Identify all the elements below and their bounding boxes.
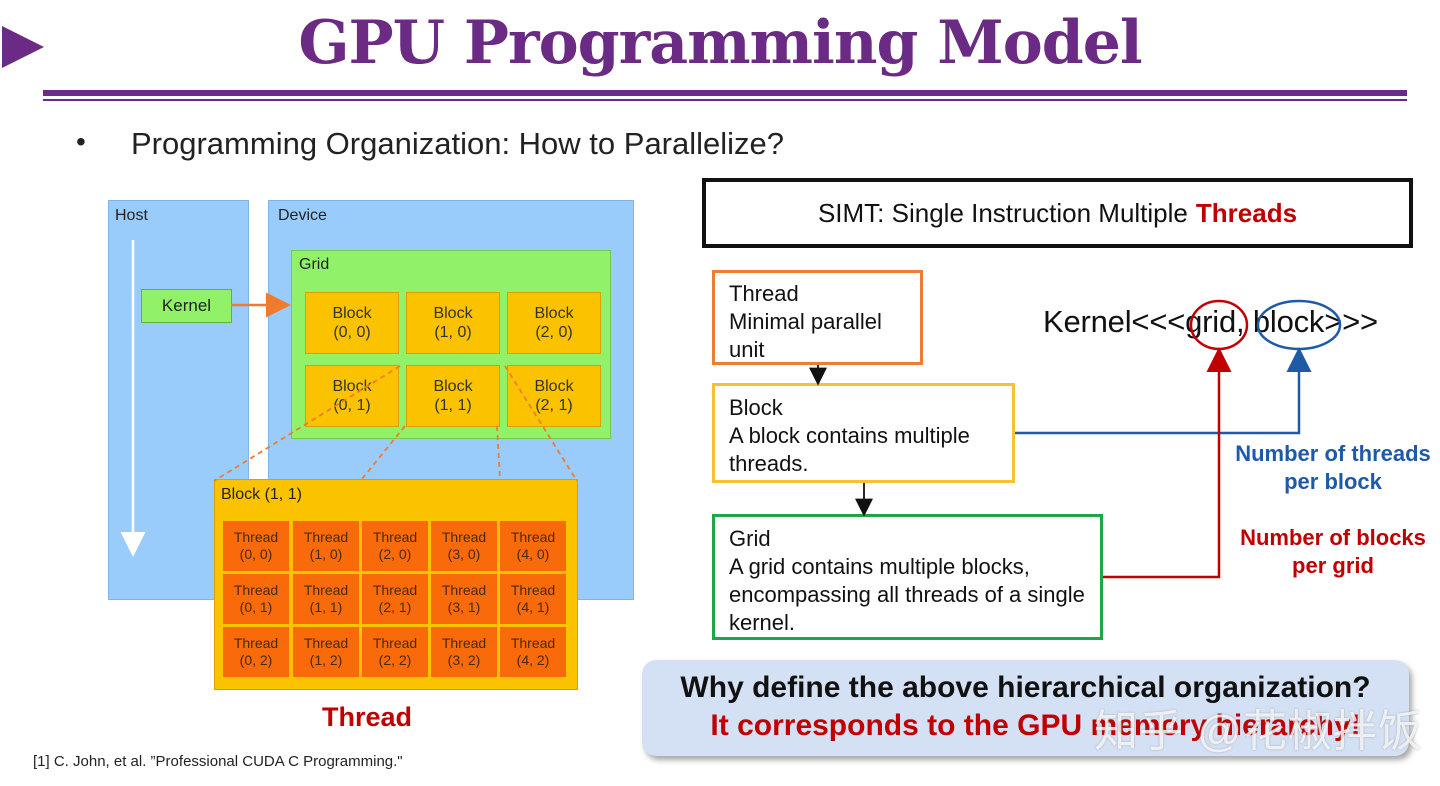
thread-definition-desc: Minimal parallel unit (729, 309, 882, 362)
block-detail-label: Block (1, 1) (221, 486, 302, 503)
block-cell-name: Block (433, 305, 473, 322)
thread-cell: Thread(3, 1) (431, 574, 497, 624)
thread-cell-name: Thread (441, 582, 487, 598)
block-cell-coord: (2, 0) (535, 324, 573, 341)
kernel-launch-syntax: Kernel<<<grid, block>>> (1043, 304, 1378, 339)
slide-title: GPU Programming Model (298, 8, 1142, 78)
thread-cell-name: Thread (303, 582, 349, 598)
thread-cell-coord: (4, 2) (516, 652, 550, 668)
block-cell-name: Block (534, 378, 574, 395)
title-arrow-icon (2, 26, 44, 68)
thread-cell-coord: (4, 1) (516, 599, 550, 615)
block-cell-name: Block (433, 378, 473, 395)
thread-cell: Thread(2, 1) (362, 574, 428, 624)
watermark: 知乎 @花椒拌饭 (1094, 707, 1423, 756)
thread-cell: Thread(1, 2) (293, 627, 359, 677)
block-cell-name: Block (332, 305, 372, 322)
host-label: Host (115, 207, 148, 224)
block-cell-coord: (1, 1) (434, 397, 472, 414)
thread-definition-title: Thread (729, 281, 799, 306)
zoom-lines (213, 365, 578, 482)
thread-cell-name: Thread (372, 582, 418, 598)
grid-definition-box: Grid A grid contains multiple blocks, en… (712, 514, 1103, 640)
thread-cell-coord: (4, 0) (516, 546, 550, 562)
citation: [1] C. John, et al. ”Professional CUDA C… (33, 753, 403, 770)
thread-cell-coord: (0, 0) (239, 546, 273, 562)
block-cell: Block (1, 0) (406, 292, 500, 354)
thread-definition-box: Thread Minimal parallel unit (712, 270, 923, 365)
bullet-marker: • (76, 126, 86, 157)
simt-banner: SIMT: Single Instruction Multiple Thread… (702, 178, 1413, 248)
grid-definition-title: Grid (729, 526, 771, 551)
thread-cell: Thread(4, 2) (500, 627, 566, 677)
kernel-box: Kernel (141, 289, 232, 323)
block-cell-coord: (1, 0) (434, 324, 472, 341)
title-divider (43, 90, 1407, 96)
thread-caption: Thread (322, 702, 413, 732)
thread-cell: Thread(1, 1) (293, 574, 359, 624)
title-divider-thin (43, 99, 1407, 101)
block-cell-selected: Block (1, 1) (406, 365, 500, 427)
device-label: Device (278, 207, 327, 224)
thread-cell-coord: (1, 2) (309, 652, 343, 668)
thread-cell: Thread(2, 0) (362, 521, 428, 571)
thread-cell: Thread(3, 0) (431, 521, 497, 571)
grid-label: Grid (299, 256, 330, 273)
block-cell-coord: (2, 1) (535, 397, 573, 414)
thread-cell-coord: (2, 1) (378, 599, 412, 615)
thread-cell: Thread(0, 0) (223, 521, 289, 571)
block-cell-coord: (0, 0) (333, 324, 371, 341)
thread-cell-coord: (2, 2) (378, 652, 412, 668)
thread-cell-coord: (2, 0) (378, 546, 412, 562)
question-line: Why define the above hierarchical organi… (680, 671, 1371, 704)
thread-cell-name: Thread (303, 635, 349, 651)
thread-cell-name: Thread (510, 635, 556, 651)
thread-cell-name: Thread (510, 582, 556, 598)
simt-prefix: SIMT: Single Instruction Multiple (817, 197, 1188, 228)
thread-cell-coord: (3, 2) (447, 652, 481, 668)
thread-cell-coord: (1, 0) (309, 546, 343, 562)
bullet-text: Programming Organization: How to Paralle… (131, 126, 785, 161)
block-highlight-ellipse (1256, 299, 1342, 351)
block-definition-title: Block (729, 395, 783, 420)
thread-cell: Thread(4, 1) (500, 574, 566, 624)
thread-cell-name: Thread (441, 529, 487, 545)
threads-per-block-caption: Number of threads per block (1235, 441, 1431, 494)
block-cell: Block (2, 0) (507, 292, 601, 354)
thread-cell-name: Thread (372, 635, 418, 651)
thread-cell-name: Thread (372, 529, 418, 545)
thread-cell-name: Thread (233, 635, 279, 651)
thread-cell: Thread(2, 2) (362, 627, 428, 677)
thread-cell: Thread(3, 2) (431, 627, 497, 677)
thread-cell: Thread(0, 2) (223, 627, 289, 677)
block-cell-name: Block (534, 305, 574, 322)
grid-definition-desc: A grid contains multiple blocks, encompa… (729, 554, 1085, 635)
thread-cell: Thread(4, 0) (500, 521, 566, 571)
block-definition-desc: A block contains multiple threads. (729, 423, 970, 476)
thread-cell-name: Thread (441, 635, 487, 651)
block-cell: Block (2, 1) (507, 365, 601, 427)
block-cell-name: Block (332, 378, 372, 395)
answer-line: It corresponds to the GPU memory hierarc… (710, 709, 1361, 742)
thread-cell-name: Thread (510, 529, 556, 545)
grid-highlight-ellipse (1189, 299, 1249, 351)
thread-cell-name: Thread (233, 529, 279, 545)
thread-cell-coord: (3, 0) (447, 546, 481, 562)
question-callout: Why define the above hierarchical organi… (642, 660, 1409, 756)
thread-cell-coord: (1, 1) (309, 599, 343, 615)
thread-cell: Thread(0, 1) (223, 574, 289, 624)
simt-highlight: Threads (1195, 197, 1298, 228)
block-definition-box: Block A block contains multiple threads. (712, 383, 1015, 483)
block-param-connector (1015, 347, 1312, 435)
thread-cell-coord: (0, 1) (239, 599, 273, 615)
grid-param-connector (1103, 347, 1232, 579)
thread-cell-name: Thread (233, 582, 279, 598)
thread-cell: Thread(1, 0) (293, 521, 359, 571)
block-cell: Block (0, 0) (305, 292, 399, 354)
thread-cell-coord: (3, 1) (447, 599, 481, 615)
thread-cell-coord: (0, 2) (239, 652, 273, 668)
blocks-per-grid-caption: Number of blocks per grid (1240, 525, 1426, 578)
thread-cell-name: Thread (303, 529, 349, 545)
